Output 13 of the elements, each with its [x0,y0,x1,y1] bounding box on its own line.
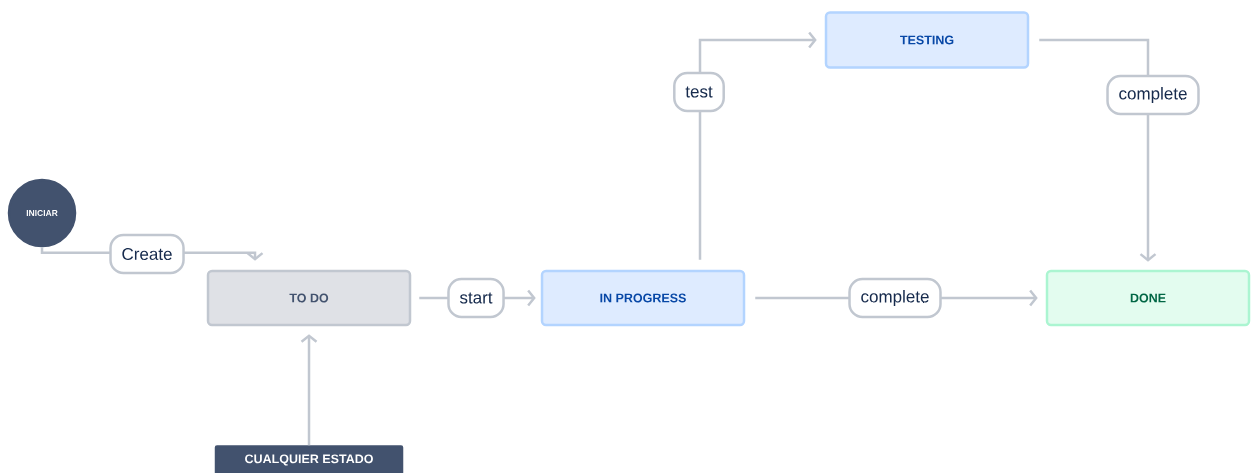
arrow [1039,38,1157,262]
arrow [300,334,318,446]
status-box: IN PROGRESS [540,269,746,327]
status-box: DONE [1045,269,1251,327]
status-box: TO DO [206,269,412,327]
status-box: TESTING [824,11,1030,69]
edge-label: Create [109,233,185,275]
edge-label: test [673,71,725,113]
edge-label: complete [848,277,942,319]
arrow [698,31,817,260]
edge-label: complete [1106,74,1200,116]
edge-label: start [447,277,505,319]
any-status-box: CUALQUIER ESTADO [214,445,404,473]
